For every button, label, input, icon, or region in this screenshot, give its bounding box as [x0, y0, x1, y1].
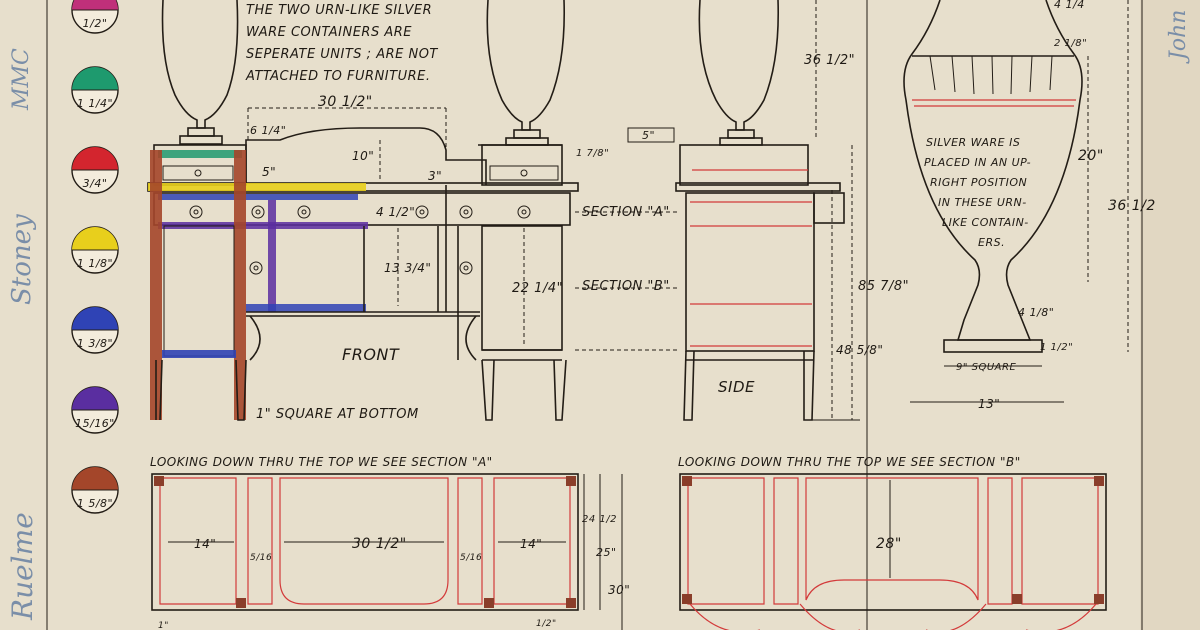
swatch-color [72, 227, 118, 250]
swatch-legend: 1/2" 1 1/4" 3/4" 1 1/8" 1 3/8" 15/16" 1 5/8" [71, 0, 119, 514]
svg-text:LIKE CONTAIN-: LIKE CONTAIN- [942, 216, 1029, 229]
plan-a-14-right: 14" [520, 537, 542, 551]
swatch-label: 1/2" [83, 17, 108, 30]
svg-text:ATTACHED TO FURNITURE.: ATTACHED TO FURNITURE. [245, 69, 430, 84]
label-nine-square: 9" SQUARE [956, 362, 1016, 373]
dim-85-7-8: 85 7/8" [858, 279, 909, 294]
svg-text:SILVER WARE IS: SILVER WARE IS [926, 136, 1020, 149]
swatch-color [72, 0, 118, 10]
swatch-color [72, 147, 118, 170]
color-swatch: 15/16" [71, 386, 119, 434]
swatch-color [72, 467, 118, 490]
plan-a-half: 1/2" [536, 619, 557, 629]
dim-3: 3" [428, 169, 442, 183]
dim-4-quarter: 4 1/4 [1054, 0, 1085, 11]
swatch-label: 3/4" [83, 177, 108, 190]
plan-a-14-left: 14" [194, 537, 216, 551]
plan-a-1: 1" [158, 621, 169, 630]
swatch-color [72, 307, 118, 330]
color-swatch: 1 3/8" [71, 306, 119, 354]
margin-note-right: John [1166, 10, 1191, 64]
label-section-b: SECTION "B" [582, 279, 670, 294]
front-view [147, 0, 579, 421]
color-swatch: 1/2" [71, 0, 119, 34]
swatch-label: 1 1/8" [77, 257, 113, 270]
dim-4-half: 4 1/2" [376, 205, 415, 219]
margin-note-mid: Stoney [7, 214, 37, 305]
urn-note: THE TWO URN-LIKE SILVER WARE CONTAINERS … [245, 3, 438, 84]
dim-1-half: 1 1/2" [1040, 342, 1073, 353]
dim-5a: 5" [262, 165, 276, 179]
svg-text:THE TWO URN-LIKE SILVER: THE TWO URN-LIKE SILVER [246, 3, 432, 18]
svg-text:SEPERATE UNITS ; ARE NOT: SEPERATE UNITS ; ARE NOT [246, 47, 438, 62]
color-swatch: 1 1/4" [71, 66, 119, 114]
dim-4-1-8: 4 1/8" [1018, 306, 1054, 319]
plan-a-24-half: 24 1/2 [582, 514, 617, 525]
dim-2-1-8: 2 1/8" [1054, 38, 1087, 49]
swatch-color [72, 67, 118, 90]
label-side: SIDE [718, 378, 755, 396]
dim-13-3q: 13 3/4" [384, 261, 431, 275]
label-looking-b: LOOKING DOWN THRU THE TOP WE SEE SECTION… [678, 455, 1021, 469]
dim-36-half-a: 36 1/2" [804, 53, 855, 68]
swatch-label: 1 3/8" [77, 337, 113, 350]
svg-text:ERS.: ERS. [978, 236, 1005, 249]
margin-note-bottom: Ruelme [6, 512, 39, 621]
svg-text:PLACED IN AN UP-: PLACED IN AN UP- [924, 156, 1031, 169]
dim-6-quarter: 6 1/4" [250, 124, 286, 137]
dim-22-quarter: 22 1/4" [512, 281, 563, 296]
dim-30-half: 30 1/2" [318, 94, 373, 110]
swatch-label: 1 1/4" [77, 97, 113, 110]
margin-note-top: MMC [9, 48, 34, 111]
dim-1-7-8: 1 7/8" [576, 148, 609, 159]
dim-36-half-b: 36 1/2 [1108, 198, 1156, 214]
color-swatch: 1 5/8" [71, 466, 119, 514]
color-swatch: 1 1/8" [71, 226, 119, 274]
dim-5b: 5" [642, 129, 655, 142]
swatch-label: 15/16" [75, 417, 115, 430]
svg-text:IN THESE URN-: IN THESE URN- [938, 196, 1027, 209]
dim-20: 20" [1078, 148, 1104, 164]
front-dimensions: 30 1/2" 6 1/4" 10" 5" 3" 4 1/2" 13 3/4" … [247, 94, 680, 422]
side-view: SIDE 36 1/2" 5" 1 7/8" 85 7/8" 48 5/8" [576, 0, 909, 421]
plan-a-5-16-right: 5/16 [460, 553, 482, 563]
dim-48-5-8: 48 5/8" [836, 343, 883, 357]
plan-a-25: 25" [596, 546, 617, 559]
swatch-label: 1 5/8" [77, 497, 113, 510]
label-square-bottom: 1" SQUARE AT BOTTOM [256, 407, 419, 422]
dim-13: 13" [978, 397, 1000, 411]
plan-section-a: LOOKING DOWN THRU THE TOP WE SEE SECTION… [150, 455, 630, 630]
plan-a-5-16-left: 5/16 [250, 553, 272, 563]
svg-text:WARE CONTAINERS ARE: WARE CONTAINERS ARE [246, 25, 412, 40]
plan-b-28: 28" [876, 536, 902, 552]
dim-10: 10" [352, 149, 374, 163]
plan-section-b: LOOKING DOWN THRU THE TOP WE SEE SECTION… [678, 455, 1107, 630]
label-looking-a: LOOKING DOWN THRU THE TOP WE SEE SECTION… [150, 455, 493, 469]
svg-text:RIGHT POSITION: RIGHT POSITION [930, 176, 1027, 189]
swatch-color [72, 387, 118, 410]
plan-a-30: 30" [608, 583, 630, 597]
label-front: FRONT [342, 345, 400, 364]
urn-detail: SILVER WARE IS PLACED IN AN UP- RIGHT PO… [903, 0, 1156, 411]
plan-a-30-half: 30 1/2" [352, 536, 407, 552]
color-swatch: 3/4" [71, 146, 119, 194]
